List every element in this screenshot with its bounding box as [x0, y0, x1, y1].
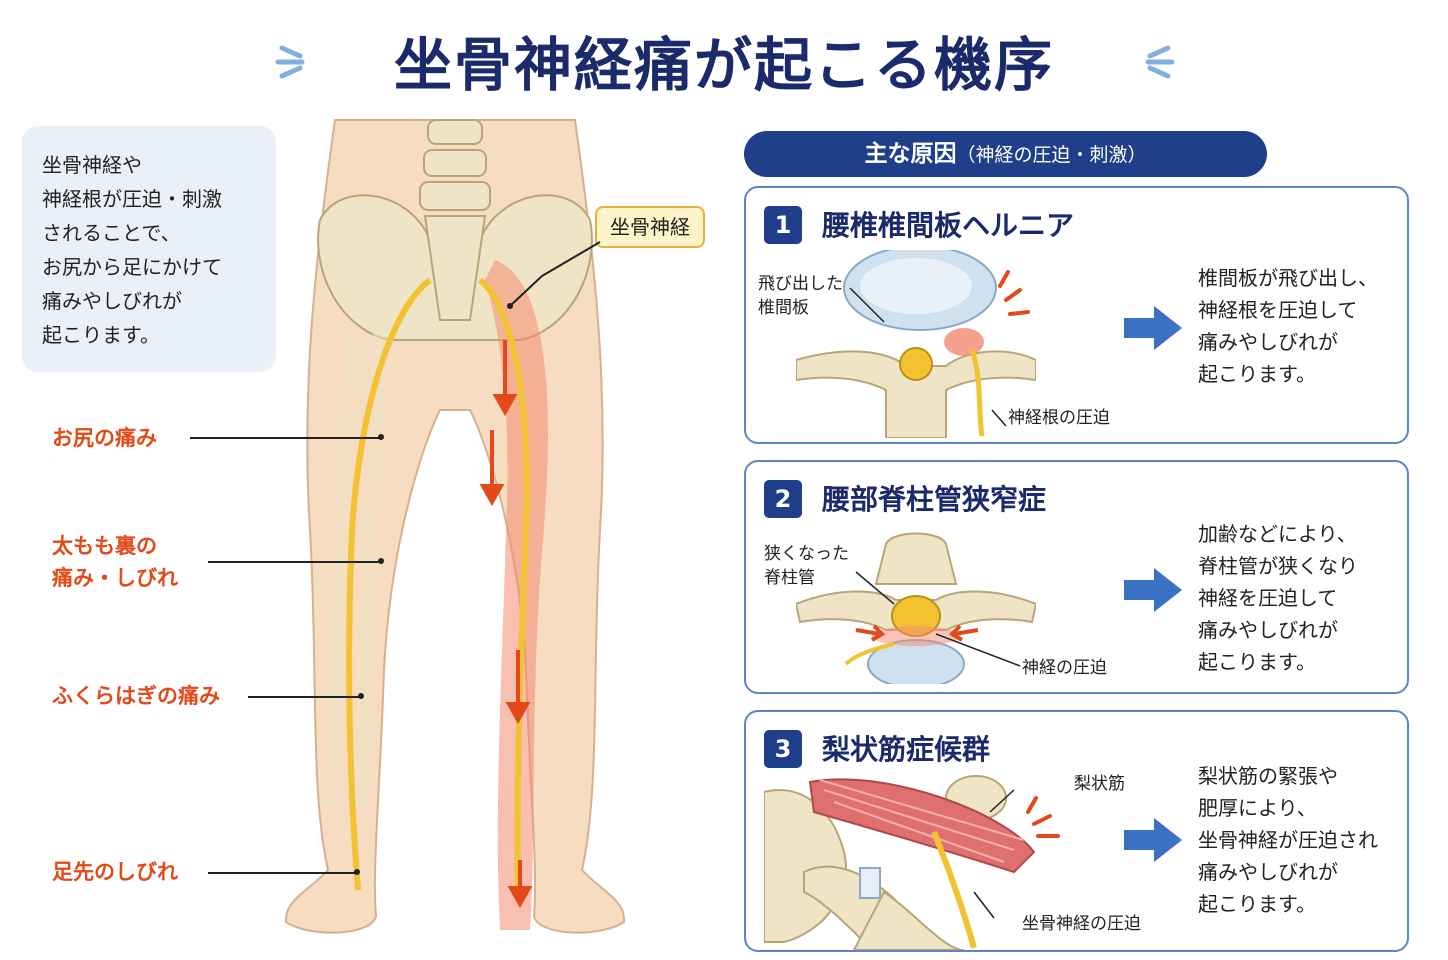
intro-line: されることで、 — [42, 221, 181, 245]
piriformis-label: 梨状筋 — [1074, 774, 1125, 794]
nerve-root-label: 神経根の圧迫 — [1008, 408, 1110, 428]
sciatic-nerve-tag: 坐骨神経 — [595, 206, 705, 248]
disc-label: 飛び出した 椎間板 — [758, 274, 843, 318]
cause-title: 梨状筋症候群 — [822, 733, 991, 766]
leader-line — [208, 872, 356, 874]
herniated-disc-illustration — [796, 250, 1036, 438]
cause-description: 椎間板が飛び出し、 神経根を圧迫して 痛みやしびれが 起こります。 — [1198, 266, 1378, 386]
cause-title: 腰椎椎間板ヘルニア — [822, 209, 1075, 242]
spinal-stenosis-illustration — [796, 532, 1036, 684]
inflammation-area — [485, 260, 548, 930]
sciatic-compression-label: 坐骨神経の圧迫 — [1022, 914, 1141, 934]
cause-number: 1 — [764, 206, 802, 244]
intro-line: 痛みやしびれが — [42, 289, 182, 313]
intro-line: お尻から足にかけて — [42, 255, 222, 279]
right-arrow-icon — [1124, 568, 1182, 612]
right-sciatic-nerve — [478, 277, 530, 891]
leader-dot — [378, 558, 384, 564]
spine-vertebrae — [419, 119, 491, 321]
leader-line — [208, 561, 380, 563]
symptom-calf: ふくらはぎの痛み — [52, 684, 220, 708]
symptom-buttock: お尻の痛み — [52, 426, 157, 450]
cause-card-2: 2 腰部脊柱管狭窄症 狭くなった 脊柱管 神経の圧迫 加齢などにより、 脊柱管が… — [744, 460, 1409, 694]
nerve-leader-line — [507, 241, 601, 309]
page-title: 坐骨神経痛が起こる機序 — [393, 31, 1054, 99]
cause-card-3: 3 梨状筋症候群 梨状筋 坐骨神経の圧迫 梨状筋の緊張や 肥厚により、 坐骨神経… — [744, 710, 1409, 952]
intro-line: 起こります。 — [42, 323, 160, 347]
intro-box: 坐骨神経や 神経根が圧迫・刺激 されることで、 お尻から足にかけて 痛みやしびれ… — [22, 126, 276, 372]
left-sciatic-nerve — [346, 277, 432, 891]
legs-pelvis-illustration — [284, 119, 626, 934]
cause-description: 梨状筋の緊張や 肥厚により、 坐骨神経が圧迫され 痛みやしびれが 起こります。 — [1198, 764, 1378, 916]
nerve-compression-label: 神経の圧迫 — [1022, 658, 1107, 678]
leader-dot — [354, 869, 360, 875]
leader-line — [248, 696, 360, 698]
right-arrow-icon — [1124, 818, 1182, 862]
leader-dot — [378, 434, 384, 440]
cause-number: 3 — [764, 730, 802, 768]
sparkle-right-icon — [1145, 45, 1175, 79]
leader-dot — [358, 693, 364, 699]
symptom-foot: 足先のしびれ — [52, 860, 178, 884]
cause-card-1: 1 腰椎椎間板ヘルニア 飛び出した 椎間板 神経根の圧迫 椎間板が飛び出し、 神… — [744, 186, 1409, 444]
canal-label: 狭くなった 脊柱管 — [764, 544, 849, 588]
leader-line — [190, 437, 380, 439]
piriformis-illustration — [764, 775, 1060, 950]
causes-header: 主な原因（神経の圧迫・刺激） — [744, 131, 1267, 177]
right-arrow-icon — [1124, 306, 1182, 350]
sparkle-left-icon — [275, 45, 305, 79]
symptom-thigh: 太もも裏の 痛み・しびれ — [52, 534, 178, 590]
cause-description: 加齢などにより、 脊柱管が狭くなり 神経を圧迫して 痛みやしびれが 起こります。 — [1198, 522, 1358, 674]
cause-number: 2 — [764, 480, 802, 518]
intro-line: 坐骨神経や — [42, 153, 142, 177]
cause-title: 腰部脊柱管狭窄症 — [822, 483, 1047, 516]
pain-arrows — [479, 340, 533, 909]
intro-line: 神経根が圧迫・刺激 — [42, 187, 222, 211]
